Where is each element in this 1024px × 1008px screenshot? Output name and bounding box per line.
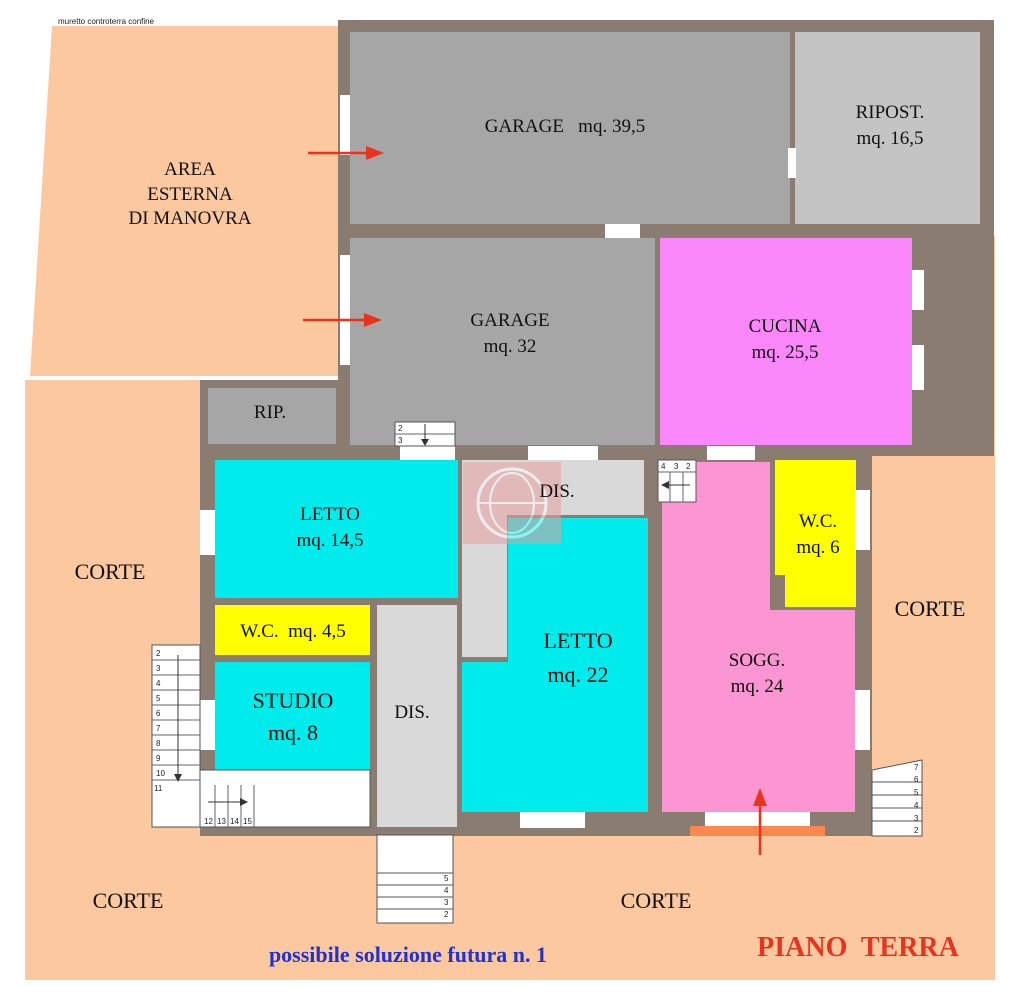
door-opening <box>340 95 350 155</box>
stair-step-number: 11 <box>154 784 163 793</box>
cucina-label: CUCINA <box>749 316 822 337</box>
door-opening <box>200 510 215 555</box>
letto-2-label: LETTO <box>543 628 612 653</box>
disimpegno-mid <box>377 605 457 827</box>
entrance-threshold <box>690 826 825 836</box>
stair-step-number: 3 <box>156 664 161 673</box>
stair-step-number: 4 <box>156 679 161 688</box>
corte-right-label: CORTE <box>895 596 966 621</box>
letto-1-label: LETTO <box>300 504 360 525</box>
door-opening <box>912 345 924 390</box>
stair-step-number: 3 <box>914 814 919 823</box>
stair-step-number: 5 <box>156 694 161 703</box>
stair-step-number: 2 <box>686 462 691 471</box>
stair-step-number: 2 <box>444 910 449 919</box>
stair-step-number: 6 <box>914 775 919 784</box>
stair-step-number: 2 <box>156 649 161 658</box>
stairs-garage <box>394 421 456 447</box>
door-opening <box>707 446 755 460</box>
area-label-line3: DI MANOVRA <box>129 208 252 229</box>
door-opening <box>400 446 455 460</box>
stair-step-number: 4 <box>661 462 666 471</box>
garage-2 <box>350 238 655 445</box>
top-note: muretto controterra confine <box>58 17 155 26</box>
stair-step-number: 4 <box>914 801 919 810</box>
stair-step-number: 8 <box>156 739 161 748</box>
dis-top-label: DIS. <box>539 481 574 502</box>
studio-area: mq. 8 <box>268 720 318 745</box>
door-opening <box>340 255 350 365</box>
garage-2-label: GARAGE <box>470 310 549 331</box>
stair-step-number: 9 <box>156 754 161 763</box>
entrance-arrow <box>308 146 384 160</box>
stair-step-number: 4 <box>444 886 449 895</box>
ripost-label: RIPOST. <box>856 102 925 123</box>
sogg-label: SOGG. <box>729 650 785 671</box>
stair-step-number: 7 <box>156 724 161 733</box>
rip <box>208 388 336 444</box>
corte-bottom-left-label: CORTE <box>93 888 164 913</box>
door-opening <box>912 270 924 310</box>
stairs-center <box>376 834 454 924</box>
dis-mid-label: DIS. <box>394 702 429 723</box>
stairs-left <box>151 644 371 828</box>
stair-step-number: 7 <box>914 763 919 772</box>
stair-step-number: 14 <box>230 817 239 826</box>
entrance-arrow <box>753 788 767 855</box>
footer-title: PIANO TERRA <box>757 932 960 963</box>
door-opening <box>855 690 870 750</box>
area-label-line2: ESTERNA <box>147 184 233 205</box>
studio-label: STUDIO <box>253 688 334 713</box>
stair-step-number: 5 <box>914 788 919 797</box>
stair-step-number: 5 <box>444 874 449 883</box>
stair-step-number: 13 <box>217 817 226 826</box>
stair-step-number: 15 <box>243 817 252 826</box>
garage-2-area: mq. 32 <box>484 336 537 357</box>
wc-2-label: W.C. <box>799 511 837 532</box>
stair-step-number: 3 <box>398 436 403 445</box>
stair-step-number: 10 <box>156 769 165 778</box>
area-esterna-manovra <box>30 26 340 376</box>
wc-small <box>215 605 370 655</box>
stair-step-number: 2 <box>914 826 919 835</box>
soggiorno <box>662 462 855 812</box>
stairs-disimpegno <box>657 459 697 503</box>
cucina-area: mq. 25,5 <box>751 342 818 363</box>
rip-label: RIP. <box>254 402 286 423</box>
letto-2-area: mq. 22 <box>547 662 608 687</box>
garage-1 <box>350 32 790 224</box>
door-opening <box>605 224 640 238</box>
door-opening <box>528 446 598 460</box>
studio <box>215 662 370 770</box>
stair-step-number: 3 <box>674 462 679 471</box>
wc-small-label: W.C. mq. 4,5 <box>240 621 345 642</box>
sogg-area: mq. 24 <box>731 676 784 697</box>
door-opening <box>705 812 810 828</box>
ripost-area: mq. 16,5 <box>856 128 923 149</box>
door-opening <box>520 812 585 828</box>
door-opening <box>200 700 215 750</box>
stair-step-number: 3 <box>444 898 449 907</box>
corte-left-label: CORTE <box>75 559 146 584</box>
letto-1 <box>215 460 458 598</box>
ripostiglio <box>795 32 980 224</box>
cucina <box>660 238 912 445</box>
area-label-line1: AREA <box>164 159 216 180</box>
letto-1-area: mq. 14,5 <box>296 530 363 551</box>
stair-step-number: 2 <box>398 424 403 433</box>
stairs-right <box>871 759 923 837</box>
corte-bottom-center-label: CORTE <box>621 888 692 913</box>
footer-caption: possibile soluzione futura n. 1 <box>269 942 547 967</box>
wc-2-area: mq. 6 <box>796 537 839 558</box>
wc-2 <box>775 460 856 607</box>
door-opening <box>855 490 870 550</box>
entrance-arrow <box>303 313 382 327</box>
garage-1-label: GARAGE mq. 39,5 <box>485 116 645 137</box>
letto-2 <box>462 518 648 812</box>
stair-step-number: 6 <box>156 709 161 718</box>
door-opening <box>788 148 796 178</box>
watermark-logo <box>463 462 561 544</box>
stair-step-number: 12 <box>204 817 213 826</box>
